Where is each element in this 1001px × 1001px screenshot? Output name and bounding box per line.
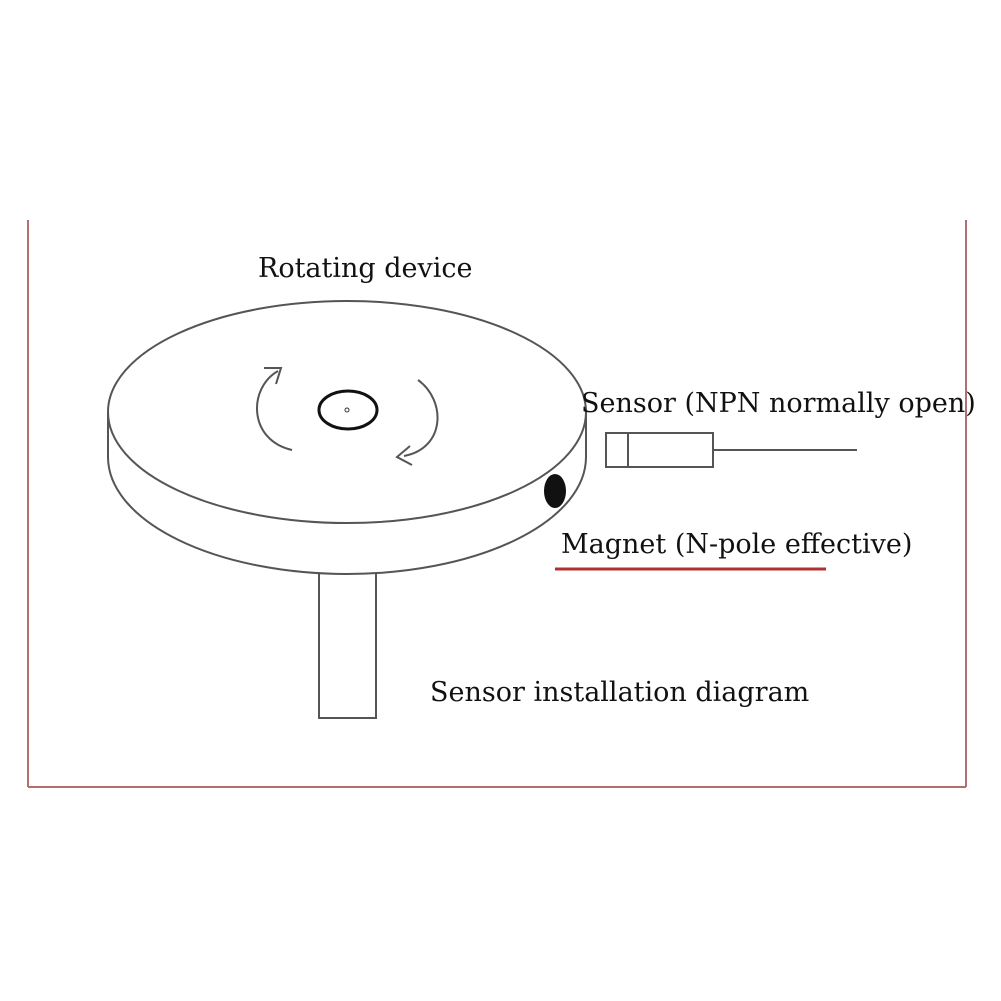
- sensor-body: [605, 432, 714, 468]
- support-shaft: [318, 564, 377, 719]
- diagram-caption: Sensor installation diagram: [430, 677, 810, 708]
- rotation-arrow-icon: [256, 367, 439, 466]
- magnet-label: Magnet (N-pole effective): [561, 529, 913, 560]
- center-hub: [317, 389, 379, 431]
- sensor-label: Sensor (NPN normally open): [581, 388, 976, 419]
- rotating-device-label: Rotating device: [258, 253, 473, 284]
- center-pin: [344, 407, 350, 413]
- diagram-frame: [27, 220, 967, 788]
- magnet: [544, 474, 566, 508]
